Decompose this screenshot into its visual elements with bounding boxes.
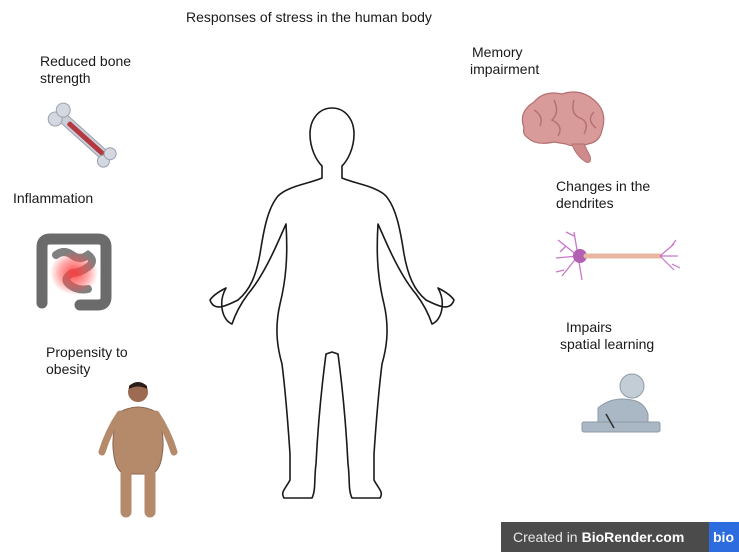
bone-icon: [48, 96, 118, 176]
page-title: Responses of stress in the human body: [186, 9, 432, 25]
student-icon: [578, 368, 662, 440]
biorender-watermark: Created in BioRender.com bio: [501, 522, 739, 552]
obese-person-icon: [98, 378, 178, 520]
body-outline-icon: [208, 104, 456, 502]
label-inflammation: Inflammation: [13, 190, 93, 207]
brain-icon: [514, 86, 610, 170]
watermark-tag: bio: [709, 522, 739, 552]
neuron-icon: [552, 228, 682, 284]
intestine-icon: [34, 233, 114, 311]
watermark-prefix: Created in: [513, 529, 578, 545]
watermark-brand: BioRender.com: [582, 529, 685, 545]
